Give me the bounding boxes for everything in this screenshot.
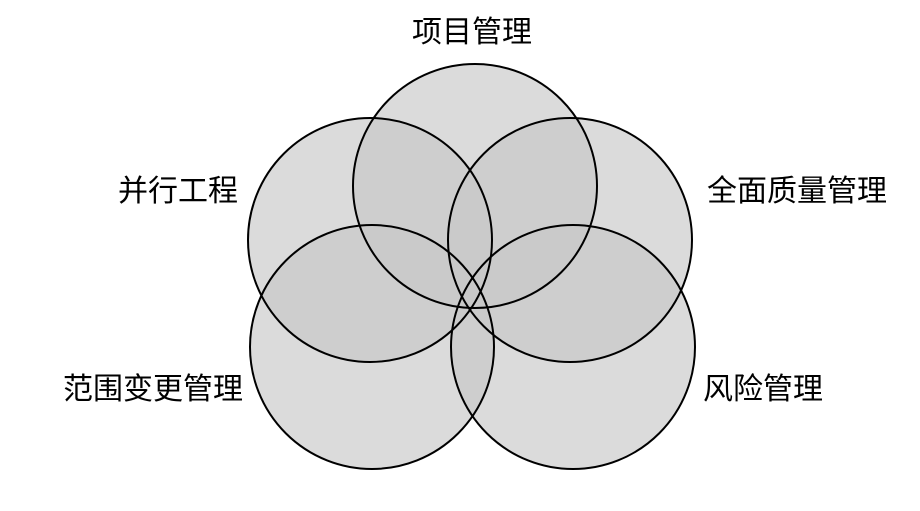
label-risk: 风险管理 [703, 372, 823, 407]
circle-scope-outline [249, 224, 495, 470]
label-project: 项目管理 [412, 15, 532, 50]
label-scope: 范围变更管理 [63, 372, 243, 407]
circle-tqm-outline [447, 117, 693, 363]
circle-risk-outline [450, 224, 696, 470]
circle-labels: 项目管理 并行工程 全面质量管理 范围变更管理 风险管理 [63, 15, 887, 407]
label-concurrent: 并行工程 [118, 174, 238, 209]
circle-concurrent-outline [247, 117, 493, 363]
label-tqm: 全面质量管理 [707, 174, 887, 209]
circle-risk-fill [451, 225, 695, 469]
circle-project-outline [352, 63, 598, 309]
circle-scope-fill [250, 225, 494, 469]
circle-fills [248, 64, 695, 469]
circle-outlines [247, 63, 696, 470]
